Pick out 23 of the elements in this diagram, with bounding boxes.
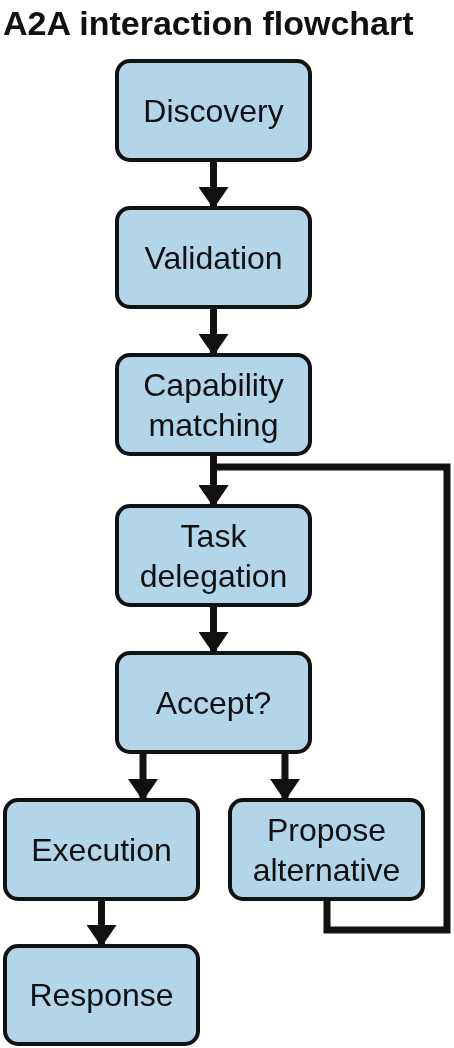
process-box — [3, 798, 200, 901]
node-label: Discovery — [143, 91, 284, 131]
node-label: Validation — [144, 238, 283, 278]
node-label: Task delegation — [138, 516, 289, 596]
arrow — [86, 899, 117, 947]
process-box — [115, 504, 312, 607]
process-box — [115, 59, 312, 162]
node-label: Response — [29, 976, 174, 1015]
arrow — [128, 752, 158, 801]
node-label: Accept? — [155, 683, 272, 723]
node-label: Capability matching — [142, 365, 285, 445]
arrow — [270, 752, 300, 801]
process-box — [3, 944, 200, 1046]
node-label: Execution — [31, 830, 172, 870]
diagram-title: A2A interaction flowchart — [3, 3, 414, 43]
node-label: Propose alternative — [251, 810, 402, 890]
process-box — [228, 798, 425, 901]
arrow — [198, 160, 229, 209]
process-box — [115, 651, 312, 754]
arrow — [198, 605, 229, 654]
arrow — [198, 307, 229, 356]
process-box — [115, 353, 312, 456]
process-box — [115, 206, 312, 309]
